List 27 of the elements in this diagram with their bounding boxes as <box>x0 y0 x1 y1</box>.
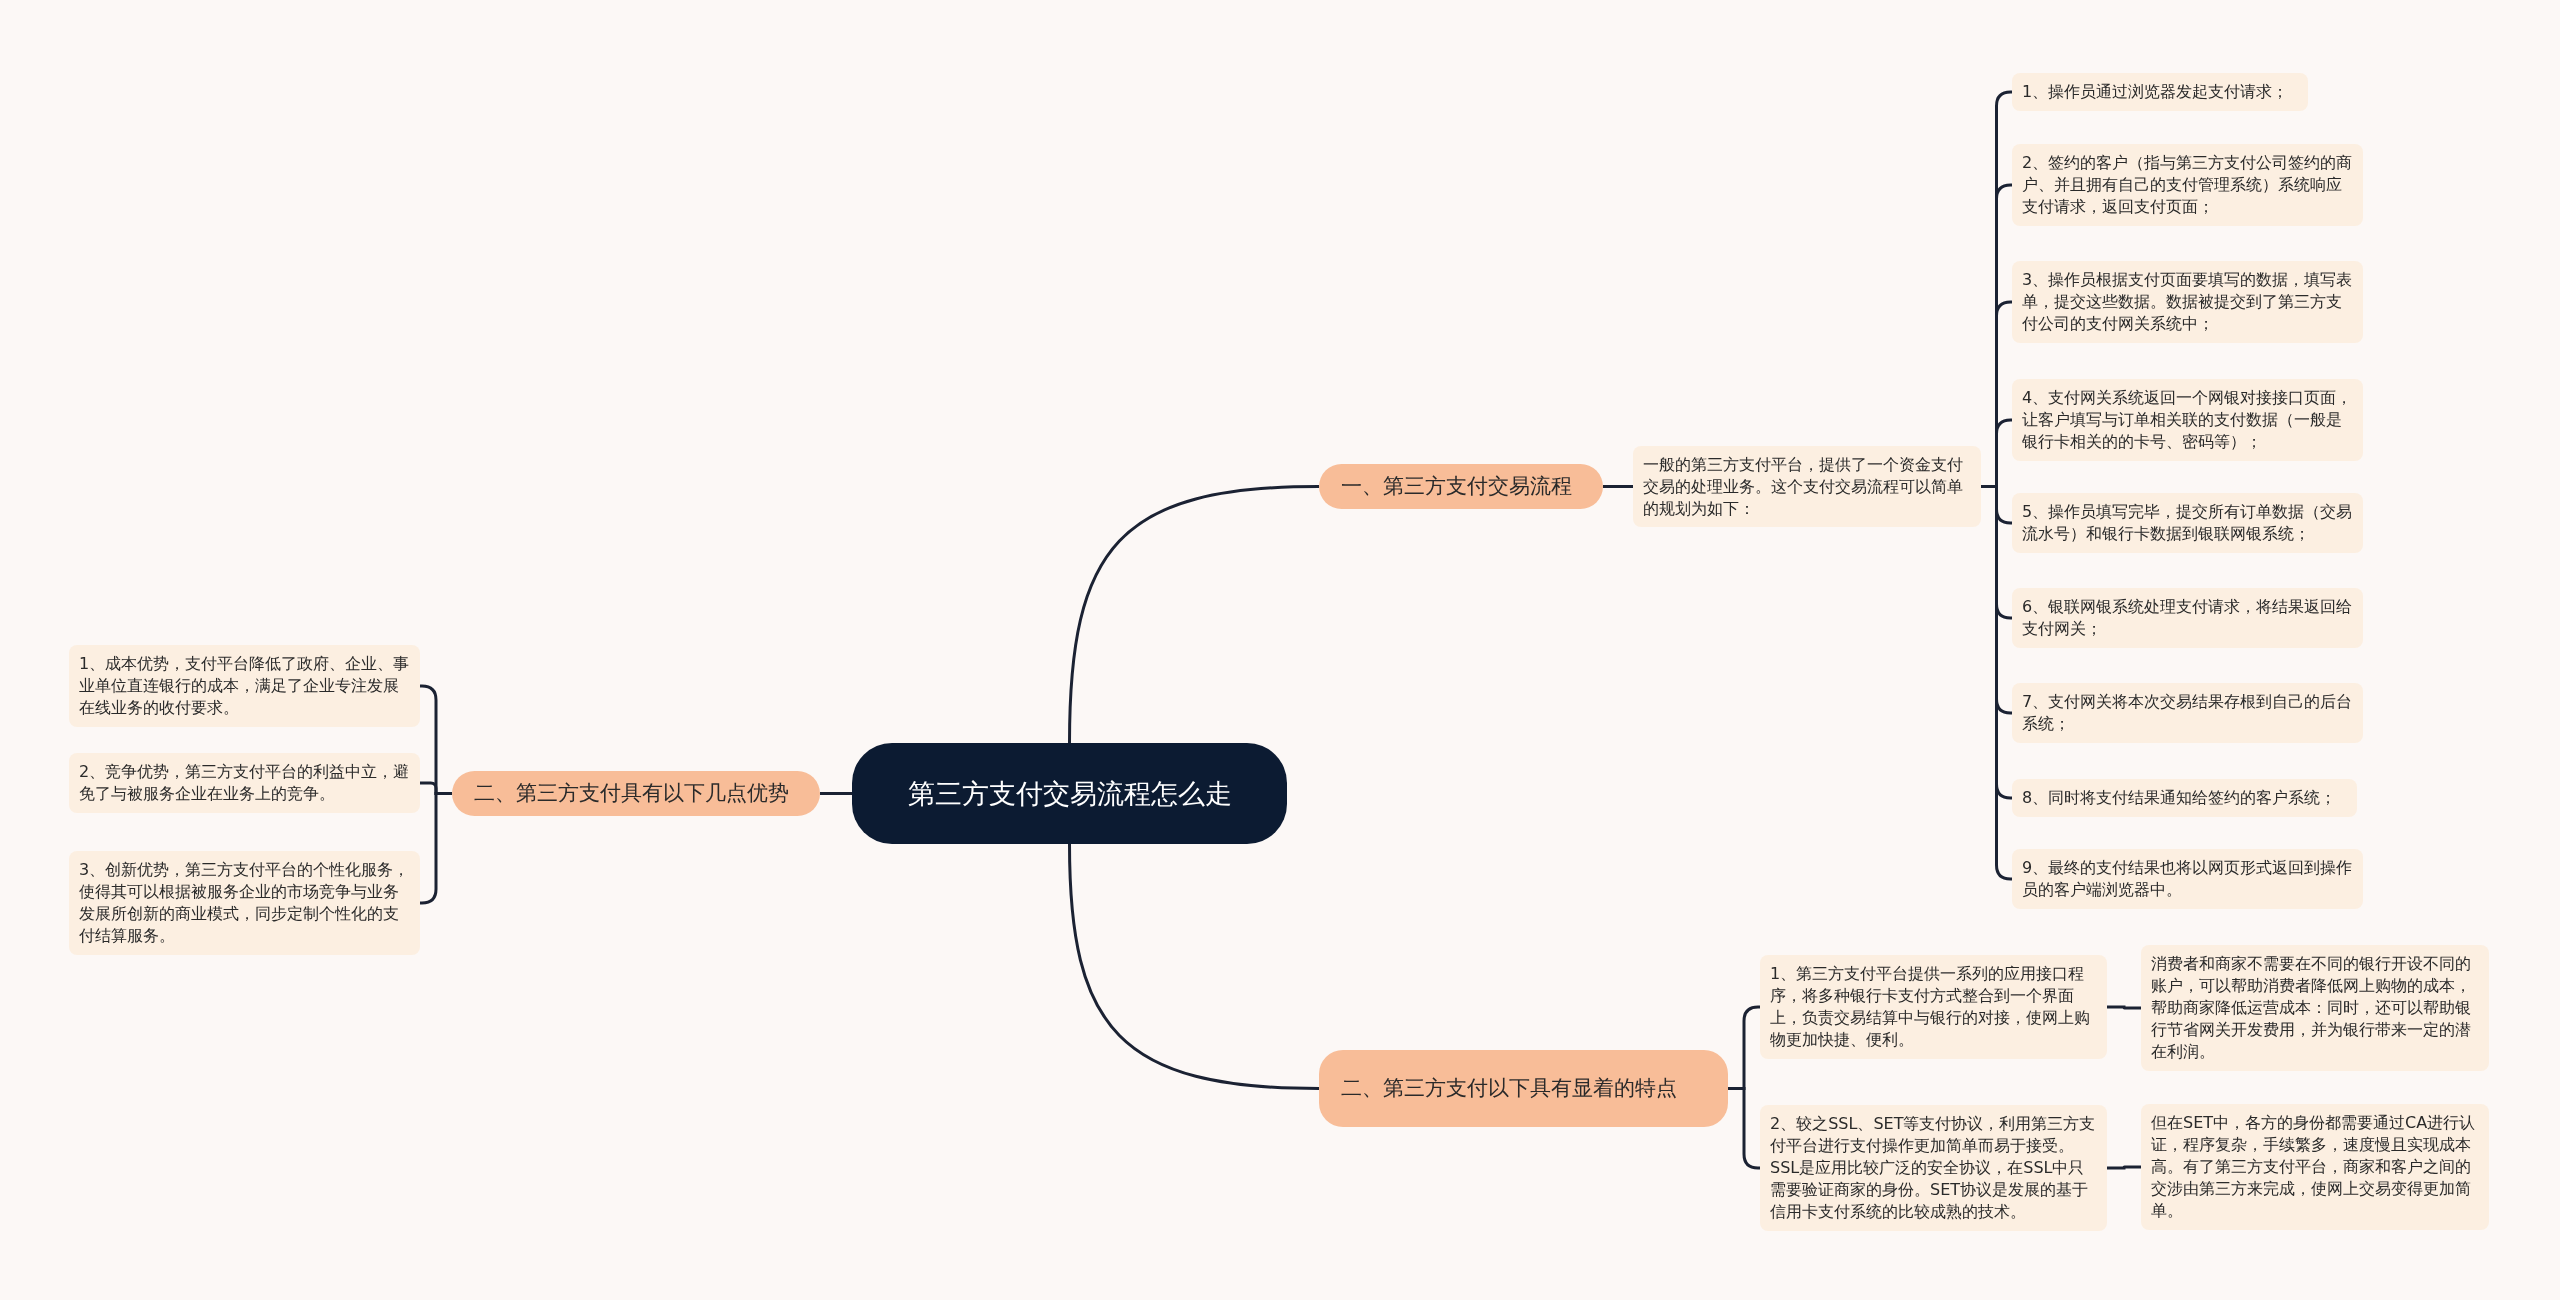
connector-line <box>1068 485 1320 744</box>
topic-box: 1、第三方支付平台提供一系列的应用接口程序，将多种银行卡支付方式整合到一个界面上，负责交易结算中与银行的对接，使网上购物更加快捷、便利。 <box>1760 955 2107 1059</box>
branch-topic: 一、第三方支付交易流程 <box>1319 464 1603 509</box>
topic-box: 9、最终的支付结果也将以网页形式返回到操作员的客户端浏览器中。 <box>2012 849 2363 909</box>
topic-box: 6、银联网银系统处理支付请求，将结果返回给支付网关； <box>2012 588 2363 648</box>
topic-box: 1、操作员通过浏览器发起支付请求； <box>2012 73 2308 111</box>
topic-box: 2、签约的客户（指与第三方支付公司签约的商户、并且拥有自己的支付管理系统）系统响应支付请求，返回支付页面； <box>2012 144 2363 226</box>
topic-box: 4、支付网关系统返回一个网银对接接口页面，让客户填写与订单相关联的支付数据（一般是银行卡相关的的卡号、密码等）； <box>2012 379 2363 461</box>
topic-box: 2、竞争优势，第三方支付平台的利益中立，避免了与被服务企业在业务上的竞争。 <box>69 753 420 813</box>
central-topic: 第三方支付交易流程怎么走 <box>852 743 1287 844</box>
connector-line <box>2107 1005 2141 1010</box>
branch-topic: 二、第三方支付以下具有显着的特点 <box>1319 1050 1728 1127</box>
connector-line <box>2107 1165 2141 1170</box>
connector-line <box>820 792 852 795</box>
topic-box: 7、支付网关将本次交易结果存根到自己的后台系统； <box>2012 683 2363 743</box>
connector-line <box>1603 485 1633 488</box>
topic-box: 2、较之SSL、SET等支付协议，利用第三方支付平台进行支付操作更加简单而易于接受。SSL是应用比较广泛的安全协议，在SSL中只需要验证商家的身份。SET协议是发展的基于信用卡支付系统的比较成熟的技术。 <box>1760 1105 2107 1231</box>
topic-box: 8、同时将支付结果通知给签约的客户系统； <box>2012 779 2357 817</box>
topic-box: 3、创新优势，第三方支付平台的个性化服务，使得其可以根据被服务企业的市场竞争与业务发展所创新的商业模式，同步定制个性化的支付结算服务。 <box>69 851 420 955</box>
branch-topic: 二、第三方支付具有以下几点优势 <box>452 771 820 816</box>
connector-line <box>1068 843 1320 1090</box>
topic-box: 5、操作员填写完毕，提交所有订单数据（交易流水号）和银行卡数据到银联网银系统； <box>2012 493 2363 553</box>
topic-box: 但在SET中，各方的身份都需要通过CA进行认证，程序复杂，手续繁多，速度慢且实现成本高。有了第三方支付平台，商家和客户之间的交涉由第三方来完成，使网上交易变得更加简单。 <box>2141 1104 2489 1230</box>
topic-box: 1、成本优势，支付平台降低了政府、企业、事业单位直连银行的成本，满足了企业专注发展在线业务的收付要求。 <box>69 645 420 727</box>
topic-box: 消费者和商家不需要在不同的银行开设不同的账户，可以帮助消费者降低网上购物的成本，帮助商家降低运营成本：同时，还可以帮助银行节省网关开发费用，并为银行带来一定的潜在利润。 <box>2141 945 2489 1071</box>
topic-box: 一般的第三方支付平台，提供了一个资金支付交易的处理业务。这个支付交易流程可以简单的规划为如下： <box>1633 446 1981 527</box>
topic-box: 3、操作员根据支付页面要填写的数据，填写表单，提交这些数据。数据被提交到了第三方支付公司的支付网关系统中； <box>2012 261 2363 343</box>
